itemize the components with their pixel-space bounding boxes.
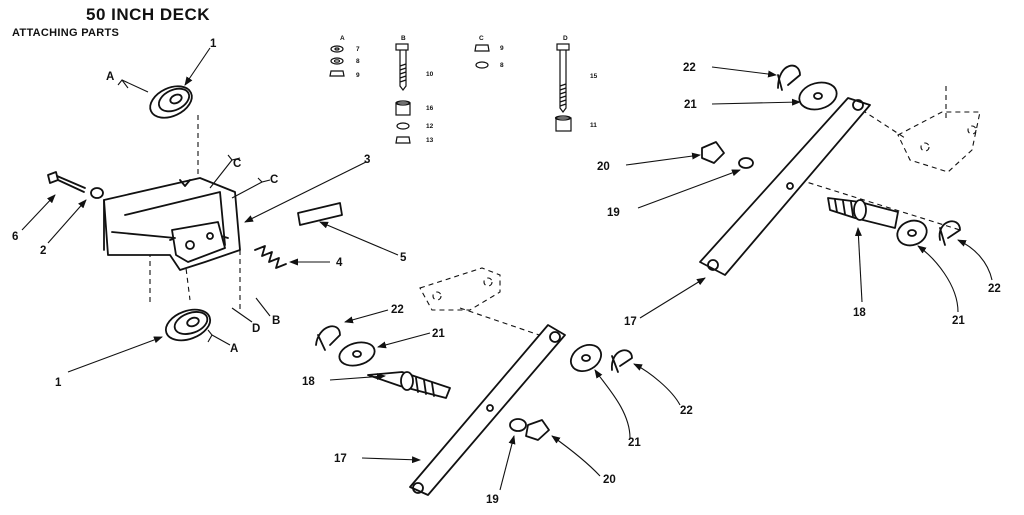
group-a-item-7: 7 <box>356 46 360 53</box>
callout-1-top: 1 <box>210 38 217 50</box>
callout-21-right: 21 <box>684 99 697 111</box>
callout-labels: 1 A C C 3 6 2 5 4 B D A 1 22 21 18 17 19… <box>12 38 1001 506</box>
diagram-title: 50 INCH DECK <box>86 5 211 24</box>
washer-2 <box>90 187 104 199</box>
callout-c-upper: C <box>233 158 241 170</box>
bar-5 <box>297 202 343 226</box>
group-a-letter: A <box>340 35 345 42</box>
callout-22-center-right: 22 <box>680 405 693 417</box>
group-d-item-11: 11 <box>590 122 597 129</box>
callout-1-bottom: 1 <box>55 377 62 389</box>
bolt-6 <box>47 171 86 193</box>
callout-leaders <box>21 47 993 491</box>
callout-4: 4 <box>336 257 343 269</box>
callout-22-right-lower: 22 <box>988 283 1001 295</box>
callout-20-center: 20 <box>603 474 616 486</box>
group-d-item-15: 15 <box>590 73 598 80</box>
front-bracket-assembly <box>47 85 343 342</box>
deck-bracket <box>103 177 241 271</box>
group-b-item-13: 13 <box>426 137 434 144</box>
group-a-item-8: 8 <box>356 58 360 65</box>
group-a-item-9: 9 <box>356 72 360 79</box>
spring-4 <box>254 245 287 269</box>
wheel-bottom <box>164 308 212 342</box>
group-b-letter: B <box>401 35 406 42</box>
callout-6: 6 <box>12 231 18 243</box>
rear-link-assembly <box>699 64 981 276</box>
callout-22-center: 22 <box>391 304 404 316</box>
callout-21-right-lower: 21 <box>952 315 965 327</box>
callout-a-top: A <box>106 71 114 83</box>
callout-18-right: 18 <box>853 307 866 319</box>
callout-17-center: 17 <box>334 453 347 465</box>
group-c-item-9: 9 <box>500 45 504 52</box>
callout-19-center: 19 <box>486 494 499 506</box>
callout-19-right: 19 <box>607 207 620 219</box>
callout-17-right: 17 <box>624 316 637 328</box>
group-b-item-12: 12 <box>426 123 434 130</box>
group-b-item-16: 16 <box>426 105 434 112</box>
callout-a-bottom: A <box>230 343 238 355</box>
callout-b: B <box>272 315 280 327</box>
center-link-assembly <box>315 267 633 496</box>
callout-22-right: 22 <box>683 62 696 74</box>
callout-2: 2 <box>40 245 46 257</box>
callout-20-right: 20 <box>597 161 610 173</box>
callout-d: D <box>252 323 260 335</box>
callout-5: 5 <box>400 252 407 264</box>
group-d-letter: D <box>563 35 568 42</box>
group-c-letter: C <box>479 35 484 42</box>
callout-c-lower: C <box>270 174 278 186</box>
group-c-item-8: 8 <box>500 62 504 69</box>
callout-3: 3 <box>364 154 370 166</box>
hardware-legend: A 7 8 9 B 10 16 12 13 C 9 8 D 15 <box>329 35 598 144</box>
diagram-subtitle: ATTACHING PARTS <box>12 27 120 39</box>
wheel-top <box>149 85 193 119</box>
callout-18-center: 18 <box>302 376 315 388</box>
group-b-item-10: 10 <box>426 71 434 78</box>
callout-21-center-right: 21 <box>628 437 641 449</box>
callout-21-center: 21 <box>432 328 445 340</box>
